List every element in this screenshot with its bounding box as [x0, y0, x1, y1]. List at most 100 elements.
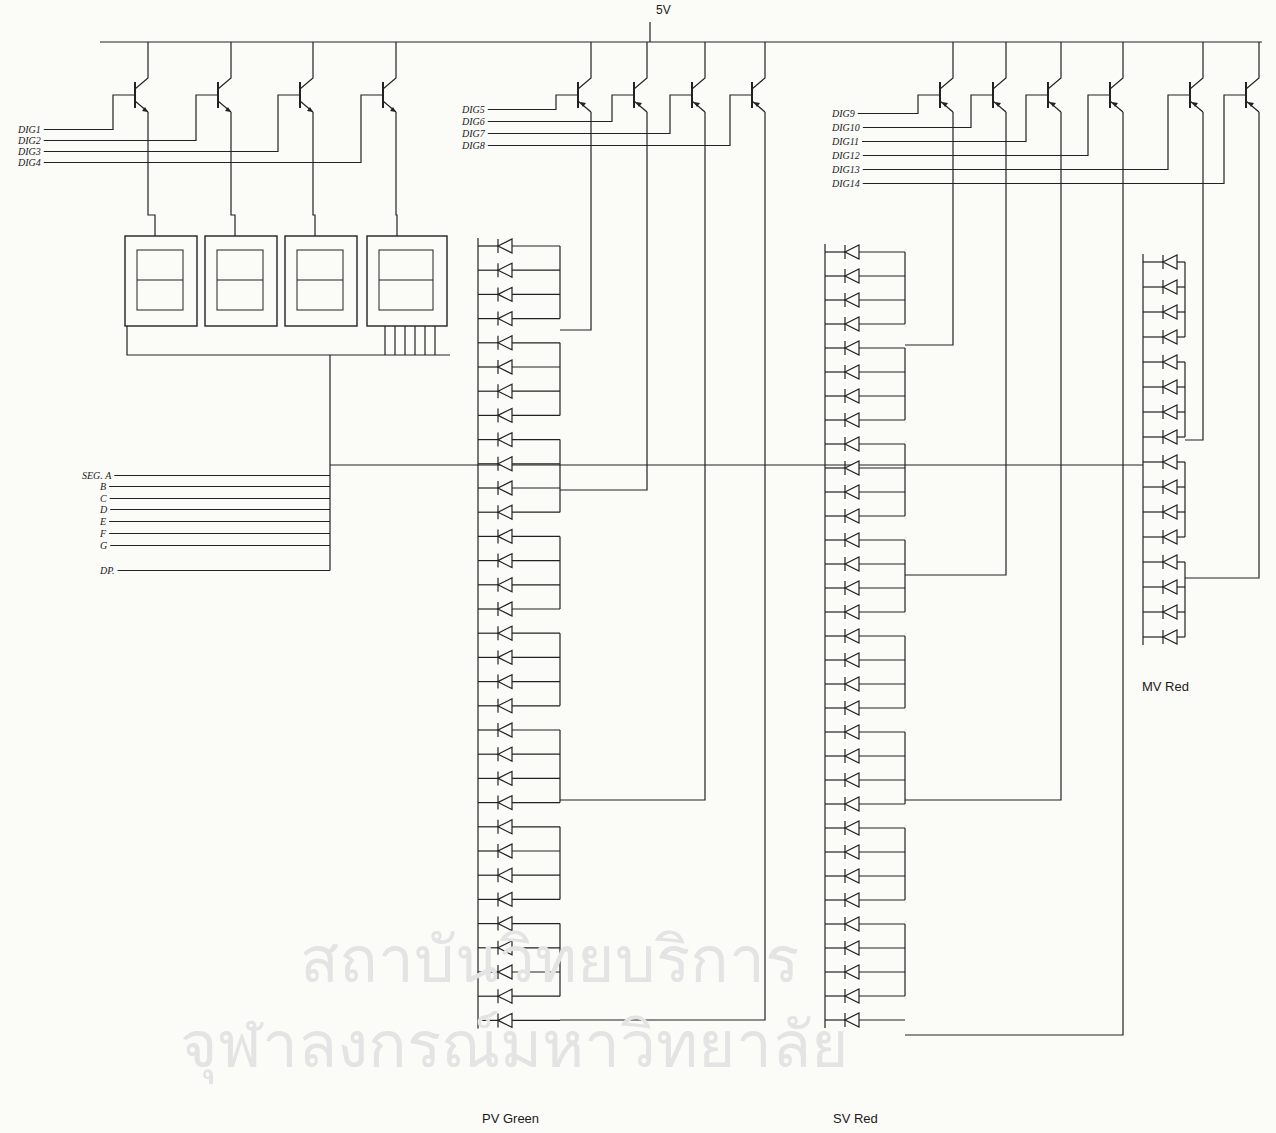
- segment-bus: [127, 326, 450, 355]
- supply-rail: [100, 22, 1262, 42]
- led-lead: [825, 971, 845, 972]
- led-symbol: [1163, 555, 1177, 569]
- led-group-join: [904, 252, 905, 324]
- led-lead: [512, 245, 560, 246]
- led-lead: [1143, 536, 1163, 537]
- led-cathode-bar: [1162, 355, 1163, 369]
- led-lead: [478, 318, 498, 319]
- digit-drive-wire: [863, 95, 993, 128]
- supply-rail-line: [100, 41, 1262, 42]
- segment-label: E: [100, 516, 106, 527]
- led-lead: [859, 323, 905, 324]
- led-lead: [478, 487, 498, 488]
- signal-label: DIG7: [462, 128, 485, 139]
- led-lead: [859, 419, 905, 420]
- led-cathode-bar: [497, 457, 498, 471]
- led-lead: [859, 635, 905, 636]
- led-lead: [825, 299, 845, 300]
- segment-pin: [404, 326, 405, 355]
- led-lead: [825, 251, 845, 252]
- led-cathode-bar: [1162, 555, 1163, 569]
- led-symbol: [845, 965, 859, 979]
- led-lead: [825, 611, 845, 612]
- led-symbol: [845, 941, 859, 955]
- led-lead: [825, 563, 845, 564]
- segment-label: G: [100, 540, 107, 551]
- transistor-lead: [135, 101, 148, 112]
- led-lead: [478, 778, 498, 779]
- led-lead: [512, 270, 560, 271]
- led-cathode-bar: [1162, 305, 1163, 319]
- led-cathode-bar: [844, 941, 845, 955]
- led-cathode-bar: [844, 293, 845, 307]
- led-group-join: [559, 246, 560, 319]
- sv-digit-wire: [905, 112, 1061, 800]
- segment-line: [109, 521, 330, 522]
- watermark: จุฬาลงกรณ์มหาวิทยาลัย: [180, 1010, 849, 1080]
- led-symbol: [498, 481, 512, 495]
- led-cathode-bar: [497, 360, 498, 374]
- led-lead: [825, 515, 845, 516]
- led-lead: [825, 683, 845, 684]
- led-symbol: [1163, 305, 1177, 319]
- segment-line: [118, 570, 330, 571]
- led-lead: [478, 294, 498, 295]
- led-cathode-bar: [497, 481, 498, 495]
- segment-line: [114, 475, 330, 476]
- segment-pin: [414, 326, 415, 355]
- led-lead: [1177, 586, 1185, 587]
- led-lead: [825, 803, 845, 804]
- signal-label: DIG9: [832, 108, 855, 119]
- led-lead: [859, 827, 905, 828]
- led-cathode-bar: [844, 701, 845, 715]
- led-lead: [859, 371, 905, 372]
- led-symbol: [498, 747, 512, 761]
- led-lead: [1177, 261, 1185, 262]
- pv-digit-wire: [560, 112, 647, 490]
- led-lead: [1177, 611, 1185, 612]
- led-lead: [512, 705, 560, 706]
- led-lead: [825, 947, 845, 948]
- segment-bus-drop: [329, 355, 330, 571]
- led-lead: [825, 851, 845, 852]
- transistor-lead: [993, 42, 1006, 89]
- led-cathode-bar: [844, 269, 845, 283]
- led-lead: [825, 875, 845, 876]
- led-group-join: [1184, 262, 1185, 337]
- led-lead: [825, 587, 845, 588]
- digit-drive-wire: [863, 95, 1110, 156]
- led-lead: [859, 707, 905, 708]
- led-lead: [859, 395, 905, 396]
- led-cathode-bar: [497, 578, 498, 592]
- watermark: สถาบันวิทยบริการ: [300, 925, 799, 995]
- led-symbol: [498, 602, 512, 616]
- led-lead: [478, 608, 498, 609]
- led-symbol: [498, 699, 512, 713]
- signal-label: DIG14: [832, 178, 860, 189]
- led-symbol: [845, 917, 859, 931]
- led-lead: [478, 245, 498, 246]
- led-lead: [825, 371, 845, 372]
- led-symbol: [498, 263, 512, 277]
- sv-digit-wire: [1185, 112, 1259, 578]
- transistor-lead: [135, 42, 148, 89]
- led-cathode-bar: [844, 485, 845, 499]
- led-symbol: [845, 677, 859, 691]
- led-cathode-bar: [1162, 580, 1163, 594]
- segment-line: [109, 486, 330, 487]
- signal-label: DIG2: [18, 135, 41, 146]
- led-cathode-bar: [497, 336, 498, 350]
- led-lead: [478, 536, 498, 537]
- led-lead: [825, 635, 845, 636]
- led-cathode-bar: [1162, 330, 1163, 344]
- pv-drivers: [488, 42, 765, 1020]
- led-lead: [859, 467, 905, 468]
- led-lead: [859, 899, 905, 900]
- led-symbol: [1163, 505, 1177, 519]
- led-symbol: [845, 869, 859, 883]
- led-symbol: [498, 360, 512, 374]
- digit-drive-wire: [858, 95, 940, 114]
- segment-label: C: [100, 493, 107, 504]
- transistor-lead: [940, 42, 953, 89]
- led-lead: [512, 899, 560, 900]
